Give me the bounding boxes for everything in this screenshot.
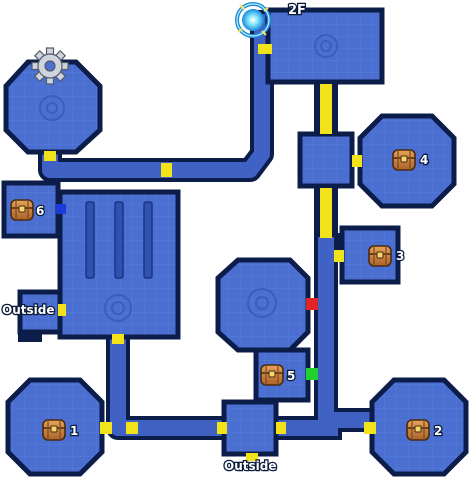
treasure-chest-icon: [392, 149, 416, 171]
treasure-chest-3[interactable]: 3: [368, 245, 406, 267]
chest-number: 6: [36, 204, 44, 218]
treasure-chest-icon: [368, 245, 392, 267]
doors: [44, 44, 376, 461]
room-2f-entrance: [265, 7, 385, 85]
treasure-chest-icon: [406, 419, 430, 441]
rooms: [1, 7, 469, 477]
door-blue: [56, 204, 66, 214]
floor-label: 2F: [288, 3, 306, 18]
room-top-left: [3, 59, 103, 155]
floor-emblems: [39, 34, 338, 322]
warp-portal-icon[interactable]: [235, 2, 271, 38]
chest-number: 3: [396, 249, 404, 263]
door-green: [306, 368, 318, 380]
outside-label-west: Outside: [2, 303, 54, 317]
treasure-chest-icon: [10, 199, 34, 221]
treasure-chest-icon: [42, 419, 66, 441]
treasure-chest-2[interactable]: 2: [406, 419, 444, 441]
treasure-chest-6[interactable]: 6: [10, 199, 46, 221]
treasure-chest-icon: [260, 364, 284, 386]
gear-icon[interactable]: [31, 47, 69, 85]
room-junction-north: [297, 131, 355, 189]
treasure-chest-4[interactable]: 4: [392, 149, 430, 171]
chest-number: 2: [434, 424, 442, 438]
treasure-chest-1[interactable]: 1: [42, 419, 80, 441]
door-red: [306, 298, 318, 310]
hall-pillars: [85, 201, 153, 279]
room-outside-west: [17, 289, 63, 335]
chest-number: 5: [287, 369, 295, 383]
treasure-chest-5[interactable]: 5: [260, 364, 297, 386]
chest-number: 4: [420, 153, 428, 167]
room-junction-south: [221, 399, 279, 457]
room-center: [215, 257, 311, 353]
outside-label-south: Outside: [224, 459, 276, 473]
chest-number: 1: [70, 424, 78, 438]
